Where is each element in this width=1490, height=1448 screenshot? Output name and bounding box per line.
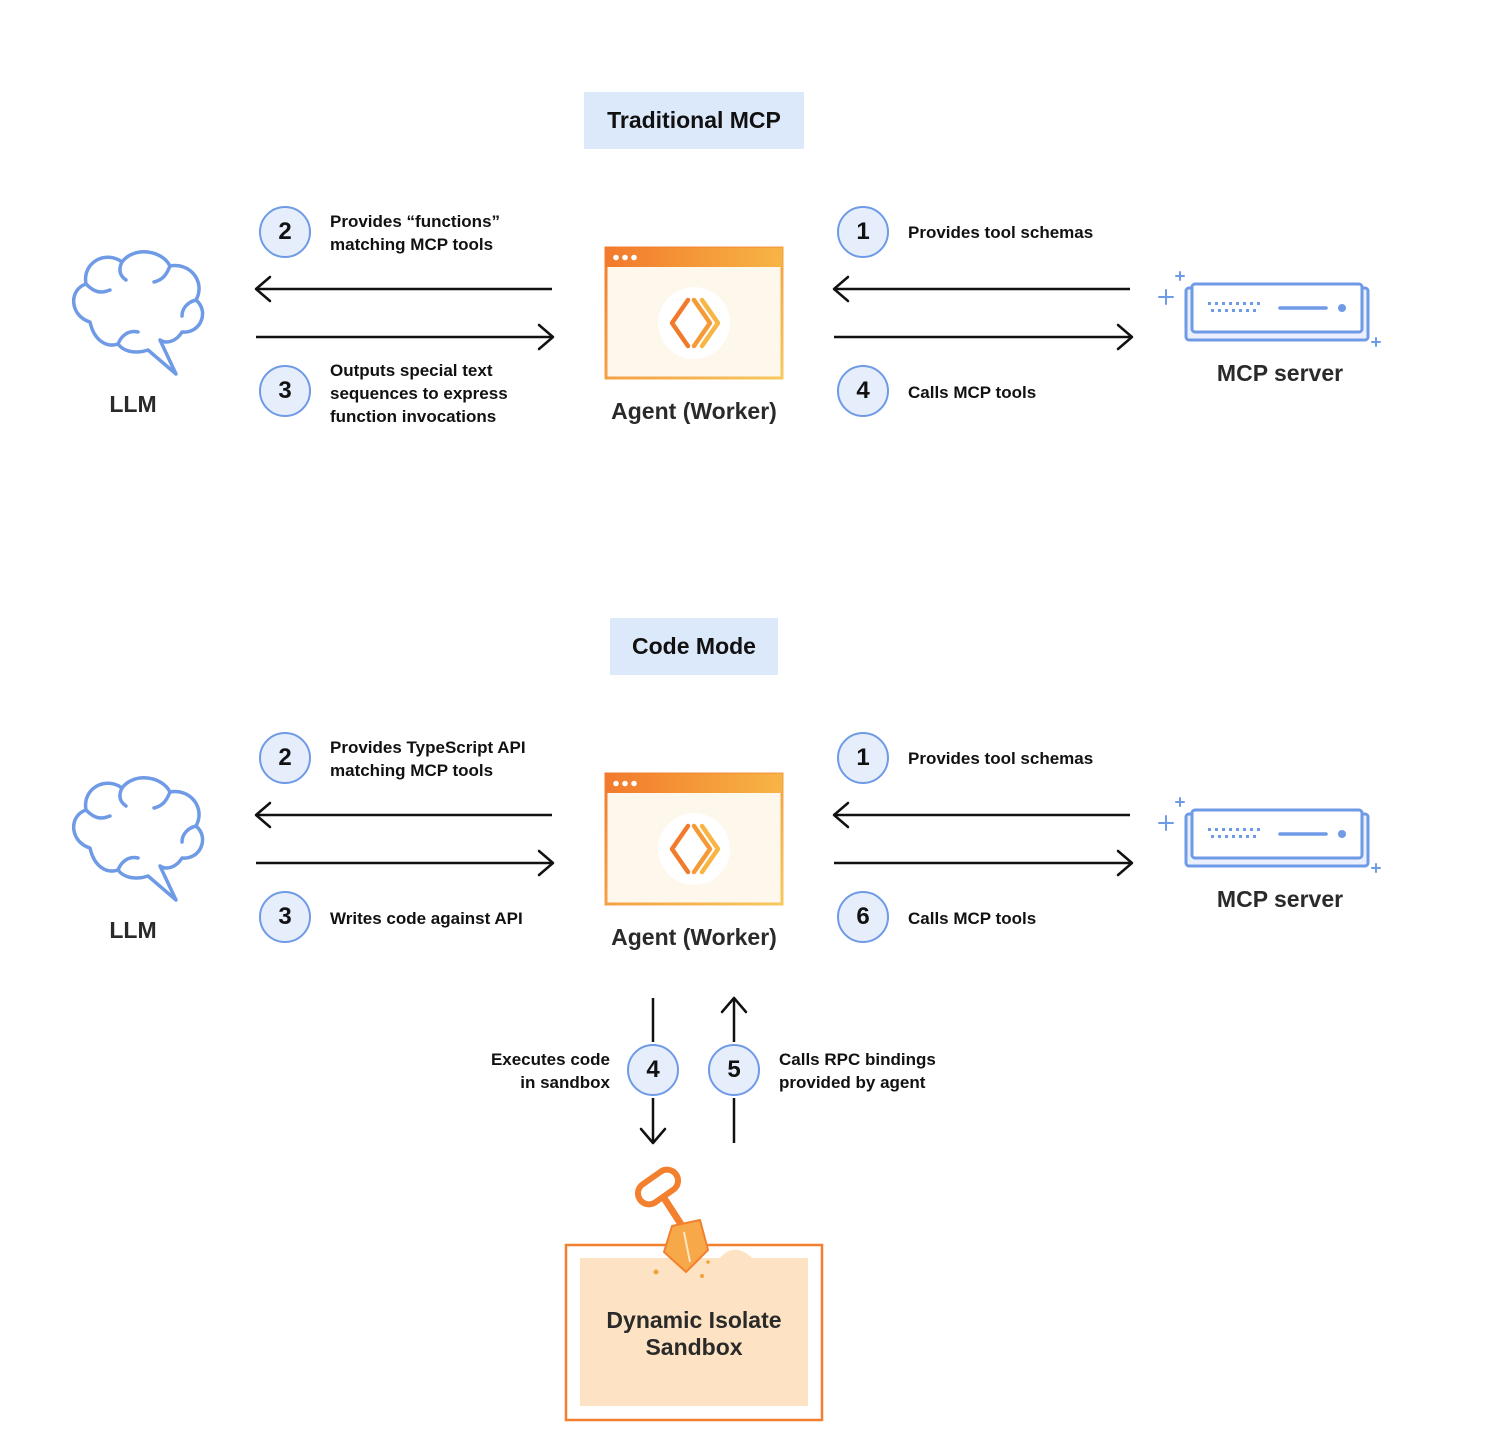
step-text-6: Calls MCP tools [908, 909, 1037, 928]
step-text-4: Calls MCP tools [908, 383, 1037, 402]
step-badge-5: 5 [708, 1044, 760, 1096]
step-badge-2: 2 [259, 732, 311, 784]
step-badge-6: 6 [837, 891, 889, 943]
step-text-2: Provides “functions”matching MCP tools [330, 212, 501, 254]
section-title-codemode: Code Mode [610, 618, 778, 675]
mcp-server-label: MCP server [1216, 360, 1344, 386]
arrow-sandbox-to-agent [720, 996, 748, 1143]
arrow-agent-to-server [834, 849, 1134, 877]
llm-label: LLM [109, 391, 157, 417]
step-text-1: Provides tool schemas [908, 749, 1094, 768]
agent-label: Agent (Worker) [611, 924, 777, 950]
arrow-server-to-agent [832, 275, 1130, 303]
arrow-agent-to-llm [254, 801, 552, 829]
step-text-3: Writes code against API [330, 909, 523, 928]
step-text-1: Provides tool schemas [908, 223, 1094, 242]
arrow-llm-to-agent [256, 323, 555, 351]
llm-label: LLM [109, 917, 157, 943]
arrow-agent-to-llm [254, 275, 552, 303]
arrow-llm-to-agent [256, 849, 555, 877]
mcp-server-label: MCP server [1216, 886, 1344, 912]
llm-brain-icon [71, 776, 205, 902]
step-badge-3: 3 [259, 891, 311, 943]
arrow-server-to-agent [832, 801, 1130, 829]
step-badge-4: 4 [627, 1044, 679, 1096]
step-badge-4: 4 [837, 365, 889, 417]
agent-label: Agent (Worker) [611, 398, 777, 424]
sandbox-box [564, 1243, 824, 1422]
arrow-agent-to-sandbox [639, 998, 667, 1145]
agent-worker-icon [606, 248, 782, 378]
agent-worker-icon [606, 774, 782, 904]
mcp-server-icon [1157, 796, 1382, 874]
step-badge-1: 1 [837, 732, 889, 784]
arrow-agent-to-server [834, 323, 1134, 351]
step-badge-1: 1 [837, 206, 889, 258]
section-title-traditional: Traditional MCP [584, 92, 804, 149]
sandbox-label: Dynamic Isolate Sandbox [606, 1307, 782, 1360]
step-badge-3: 3 [259, 365, 311, 417]
llm-brain-icon [71, 250, 205, 376]
mcp-server-icon [1157, 270, 1382, 348]
step-badge-2: 2 [259, 206, 311, 258]
shovel-icon [634, 1166, 710, 1278]
